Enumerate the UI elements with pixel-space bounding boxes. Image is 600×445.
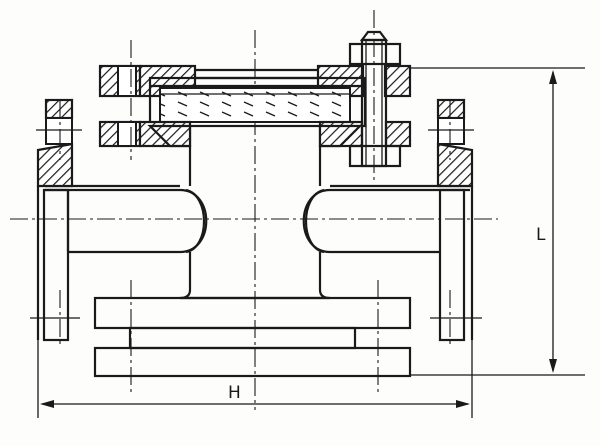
dimension-h: H — [37, 340, 473, 418]
dimension-l: L — [410, 67, 585, 376]
glass-seat-flange — [98, 120, 412, 148]
stud-bolt — [348, 10, 402, 180]
left-end-flange — [30, 98, 82, 345]
dimension-h-label: H — [228, 383, 241, 403]
bottom-flange — [93, 280, 412, 392]
right-end-flange — [428, 98, 482, 345]
sight-glass — [148, 76, 367, 128]
dimension-l-label: L — [536, 225, 546, 245]
